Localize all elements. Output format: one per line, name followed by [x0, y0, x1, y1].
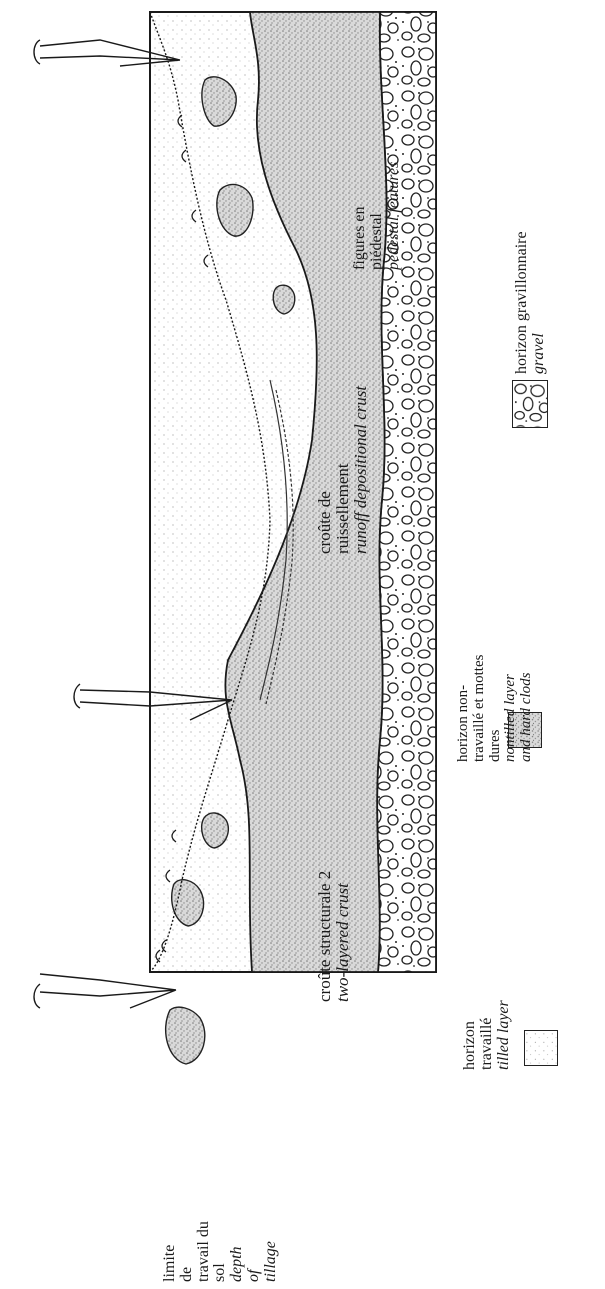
runoff-crust-fr-1: croûte de	[316, 386, 334, 554]
runoff-crust-fr-2: ruissellement	[334, 386, 352, 554]
pedestal-fr-1: figures en	[352, 162, 369, 270]
depth-fr-line-1: limite	[162, 1221, 179, 1282]
depth-fr-line-2: de	[179, 1221, 196, 1282]
legend-gravel-label: horizon gravillonnaire gravel	[514, 231, 548, 374]
pedestal-en: pedestal features	[386, 162, 403, 270]
pedestal-fr-2: piédestal	[369, 162, 386, 270]
structural-crust-en: two-layered crust	[334, 871, 352, 1002]
legend-nontilled-en-2: and hard clods	[519, 655, 535, 762]
legend-tilled-label: horizon travaillé tilled layer	[462, 1000, 512, 1070]
legend-nontilled-fr-2: travaillé et mottes	[472, 655, 488, 762]
legend-tilled-en-1: tilled layer	[496, 1000, 513, 1070]
legend-nontilled-fr-1: horizon non-	[456, 655, 472, 762]
runoff-crust-label: croûte de ruissellement runoff depositio…	[316, 386, 370, 554]
legend-nontilled-label: horizon non- travaillé et mottes dures n…	[456, 655, 535, 762]
runoff-crust-en: runoff depositional crust	[352, 386, 370, 554]
depth-en-line-1: depth	[229, 1221, 246, 1282]
structural-crust-label: croûte structurale 2 two-layered crust	[316, 871, 352, 1002]
legend-swatch-gravel	[512, 380, 548, 428]
legend-swatch-tilled	[524, 1030, 558, 1066]
depth-en-line-3: tillage	[263, 1221, 280, 1282]
legend-tilled-fr-1: horizon	[462, 1000, 479, 1070]
legend-gravel-fr-1: horizon gravillonnaire	[514, 231, 531, 374]
legend-nontilled-fr-3: dures	[488, 655, 504, 762]
depth-en-line-2: of	[246, 1221, 263, 1282]
depth-fr-line-4: sol	[212, 1221, 229, 1282]
pedestal-label: figures en piédestal pedestal features	[352, 162, 402, 270]
legend-gravel-en-1: gravel	[531, 231, 548, 374]
depth-of-tillage-label: limite de travail du sol depth of tillag…	[162, 1221, 280, 1282]
structural-crust-fr: croûte structurale 2	[316, 871, 334, 1002]
legend-nontilled-en-1: nontilled layer	[503, 655, 519, 762]
depth-fr-line-3: travail du	[196, 1221, 213, 1282]
legend-tilled-fr-2: travaillé	[479, 1000, 496, 1070]
